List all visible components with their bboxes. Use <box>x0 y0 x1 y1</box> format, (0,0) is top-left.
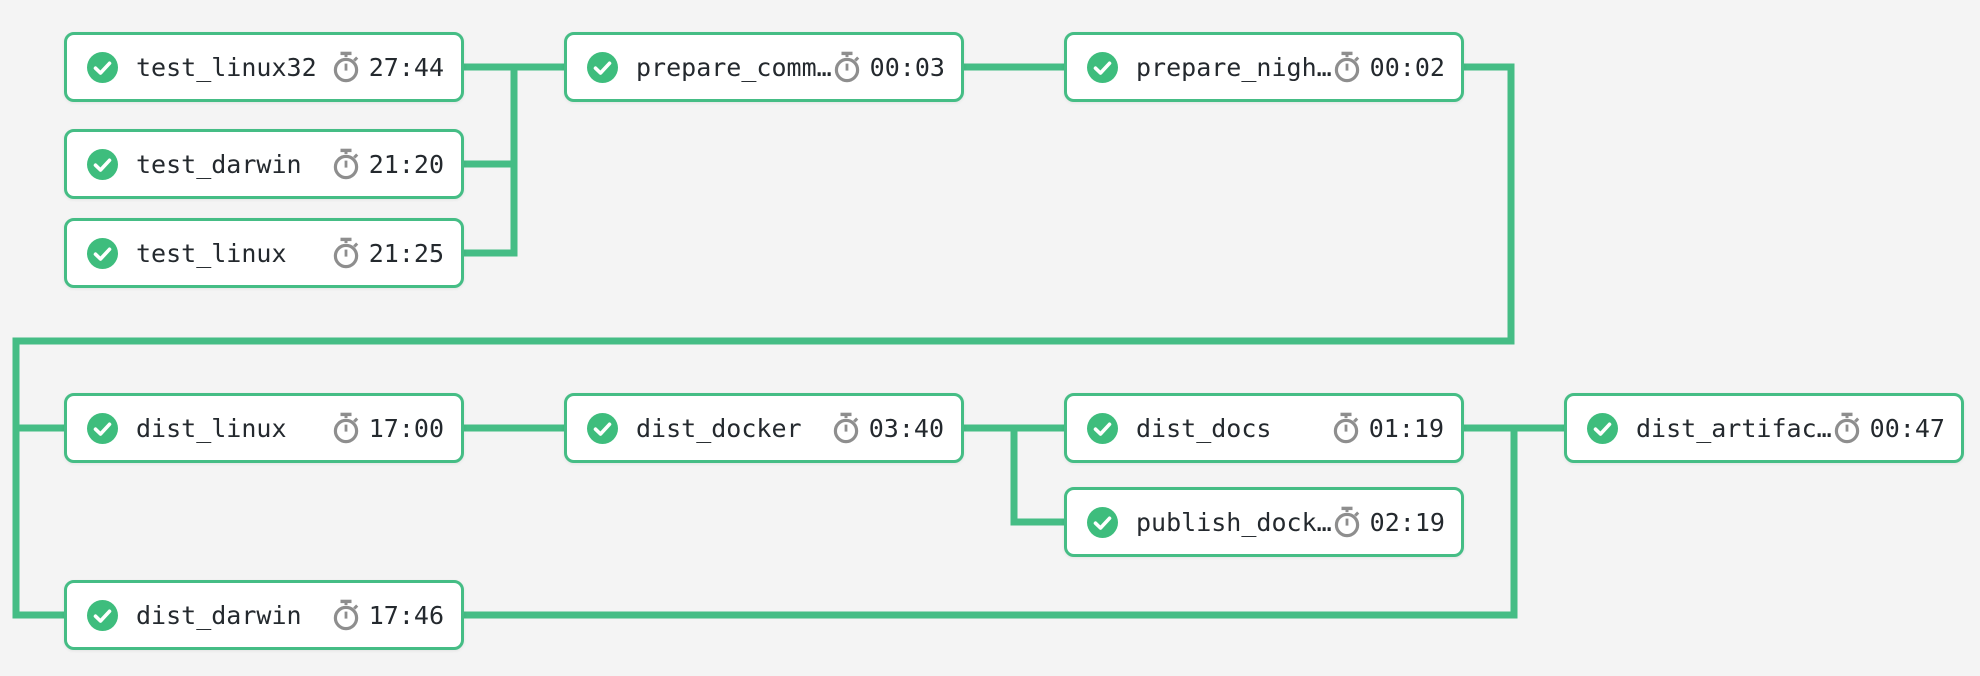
job-node-prepare-comm[interactable]: prepare_comm… 00:03 <box>564 32 964 102</box>
job-duration-group: 17:00 <box>331 411 444 445</box>
job-duration: 00:47 <box>1869 413 1945 443</box>
job-duration-group: 00:47 <box>1832 411 1945 445</box>
stopwatch-icon <box>1334 51 1359 83</box>
job-duration: 02:19 <box>1369 507 1445 537</box>
check-circle-icon <box>87 237 118 269</box>
job-node-publish-dock[interactable]: publish_dock… 02:19 <box>1064 487 1464 557</box>
check-circle-icon <box>1087 51 1118 83</box>
job-node-test-linux[interactable]: test_linux 21:25 <box>64 218 464 288</box>
job-duration: 17:46 <box>368 600 444 630</box>
job-duration-group: 02:19 <box>1332 505 1445 539</box>
job-name: publish_dock… <box>1136 507 1332 537</box>
check-circle-icon <box>87 148 118 180</box>
job-name: dist_darwin <box>136 600 302 630</box>
stopwatch-icon <box>333 599 358 631</box>
job-duration: 21:20 <box>368 149 444 179</box>
job-node-dist-linux[interactable]: dist_linux 17:00 <box>64 393 464 463</box>
job-duration: 00:03 <box>869 52 945 82</box>
stopwatch-icon <box>834 51 859 83</box>
check-circle-icon <box>87 599 118 631</box>
job-node-test-darwin[interactable]: test_darwin 21:20 <box>64 129 464 199</box>
stopwatch-icon <box>333 148 358 180</box>
job-name: test_linux <box>136 238 287 268</box>
check-circle-icon <box>1087 506 1118 538</box>
job-duration-group: 00:02 <box>1332 50 1445 84</box>
job-node-dist-docker[interactable]: dist_docker 03:40 <box>564 393 964 463</box>
job-duration-group: 27:44 <box>331 50 444 84</box>
check-circle-icon <box>587 51 618 83</box>
job-duration: 01:19 <box>1368 413 1444 443</box>
check-circle-icon <box>1087 412 1118 444</box>
job-name: test_linux32 <box>136 52 317 82</box>
job-duration-group: 21:25 <box>331 236 444 270</box>
job-duration: 21:25 <box>368 238 444 268</box>
job-node-dist-docs[interactable]: dist_docs 01:19 <box>1064 393 1464 463</box>
check-circle-icon <box>87 412 118 444</box>
job-duration-group: 21:20 <box>331 147 444 181</box>
job-name: test_darwin <box>136 149 302 179</box>
job-node-test-linux32[interactable]: test_linux32 27:44 <box>64 32 464 102</box>
job-name: dist_artifac… <box>1636 413 1832 443</box>
job-duration: 03:40 <box>868 413 944 443</box>
job-duration: 27:44 <box>368 52 444 82</box>
job-node-dist-artifac[interactable]: dist_artifac… 00:47 <box>1564 393 1964 463</box>
job-name: dist_docker <box>636 413 802 443</box>
job-duration-group: 17:46 <box>331 598 444 632</box>
check-circle-icon <box>87 51 118 83</box>
stopwatch-icon <box>833 412 858 444</box>
stopwatch-icon <box>333 412 358 444</box>
stopwatch-icon <box>333 237 358 269</box>
job-duration-group: 03:40 <box>831 411 944 445</box>
check-circle-icon <box>1587 412 1618 444</box>
job-name: dist_docs <box>1136 413 1272 443</box>
job-node-prepare-nigh[interactable]: prepare_nigh… 00:02 <box>1064 32 1464 102</box>
job-duration-group: 00:03 <box>832 50 945 84</box>
job-duration: 17:00 <box>368 413 444 443</box>
stopwatch-icon <box>1333 412 1358 444</box>
job-name: prepare_nigh… <box>1136 52 1332 82</box>
job-duration: 00:02 <box>1369 52 1445 82</box>
stopwatch-icon <box>1834 412 1859 444</box>
stopwatch-icon <box>333 51 358 83</box>
job-duration-group: 01:19 <box>1331 411 1444 445</box>
job-name: dist_linux <box>136 413 287 443</box>
job-node-dist-darwin[interactable]: dist_darwin 17:46 <box>64 580 464 650</box>
stopwatch-icon <box>1334 506 1359 538</box>
job-name: prepare_comm… <box>636 52 832 82</box>
check-circle-icon <box>587 412 618 444</box>
